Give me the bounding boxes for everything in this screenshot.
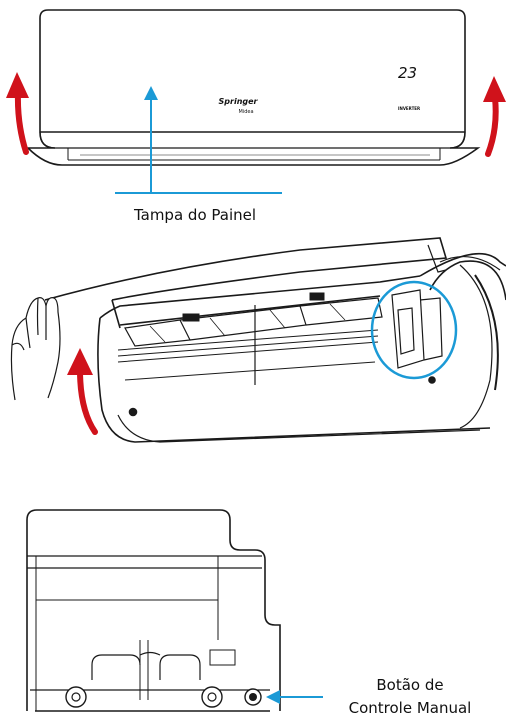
- sub-brand-logo: Midea: [238, 109, 253, 115]
- panel-cover-pointer: [115, 86, 282, 194]
- unit-side-detail: [26, 509, 281, 712]
- detail-highlight-circle: [370, 280, 458, 380]
- inverter-badge: INVERTER: [398, 106, 420, 111]
- manual-button-label-line2: Controle Manual: [349, 699, 472, 717]
- panel-cover-label: Tampa do Painel: [133, 206, 256, 224]
- lift-arrow-right-icon: [483, 76, 506, 157]
- hand-icon: [10, 297, 61, 401]
- lift-arrow-left-icon: [6, 72, 29, 155]
- temperature-display: 23: [398, 64, 417, 82]
- lift-arrow-center-icon: [67, 348, 98, 435]
- left-wheel: [65, 686, 87, 708]
- manual-control-button: [244, 688, 262, 706]
- manual-button-label-line1: Botão de: [376, 676, 443, 694]
- brand-logo: Springer: [219, 97, 259, 106]
- right-wheel: [201, 686, 223, 708]
- indoor-unit-open: [44, 237, 506, 443]
- indoor-unit-front: [26, 9, 481, 166]
- manual-button-pointer: [266, 690, 323, 704]
